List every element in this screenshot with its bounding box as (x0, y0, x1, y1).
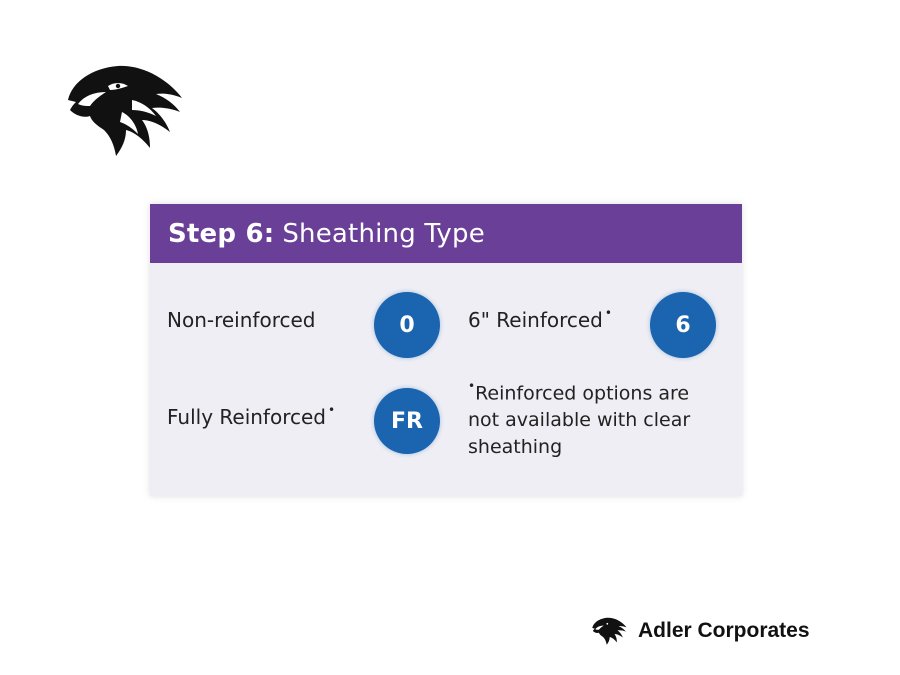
option-label-non-reinforced: Non-reinforced (167, 308, 315, 332)
option-label-text: Fully Reinforced (167, 405, 326, 429)
footnote-body: Reinforced options are not available wit… (468, 382, 691, 459)
footnote-marker: • (327, 403, 336, 418)
footnote-marker: • (604, 306, 612, 321)
sheathing-type-card: Step 6: Sheathing Type Non-reinforced 0 … (150, 204, 742, 496)
option-label-text: 6" Reinforced (468, 308, 603, 332)
option-code-badge-fr: FR (374, 388, 440, 454)
option-label-fully-reinforced: Fully Reinforced• (167, 403, 336, 429)
option-code-badge-0: 0 (374, 292, 440, 358)
option-code: 0 (399, 312, 415, 338)
option-label-6in-reinforced: 6" Reinforced• (468, 306, 612, 332)
eagle-head-icon (68, 65, 182, 156)
footnote-marker: • (468, 379, 476, 393)
card-header: Step 6: Sheathing Type (150, 204, 742, 263)
brand: Adler Corporates (590, 616, 810, 646)
option-code-badge-6: 6 (650, 292, 716, 358)
option-code: 6 (675, 312, 691, 338)
option-label-text: Non-reinforced (167, 308, 316, 332)
brand-name: Adler Corporates (638, 619, 810, 642)
step-number: Step 6: (168, 218, 275, 249)
step-title: Sheathing Type (282, 218, 485, 249)
footnote-text: •Reinforced options are not available wi… (468, 375, 718, 461)
option-code: FR (391, 408, 423, 434)
eagle-head-icon (592, 617, 627, 645)
